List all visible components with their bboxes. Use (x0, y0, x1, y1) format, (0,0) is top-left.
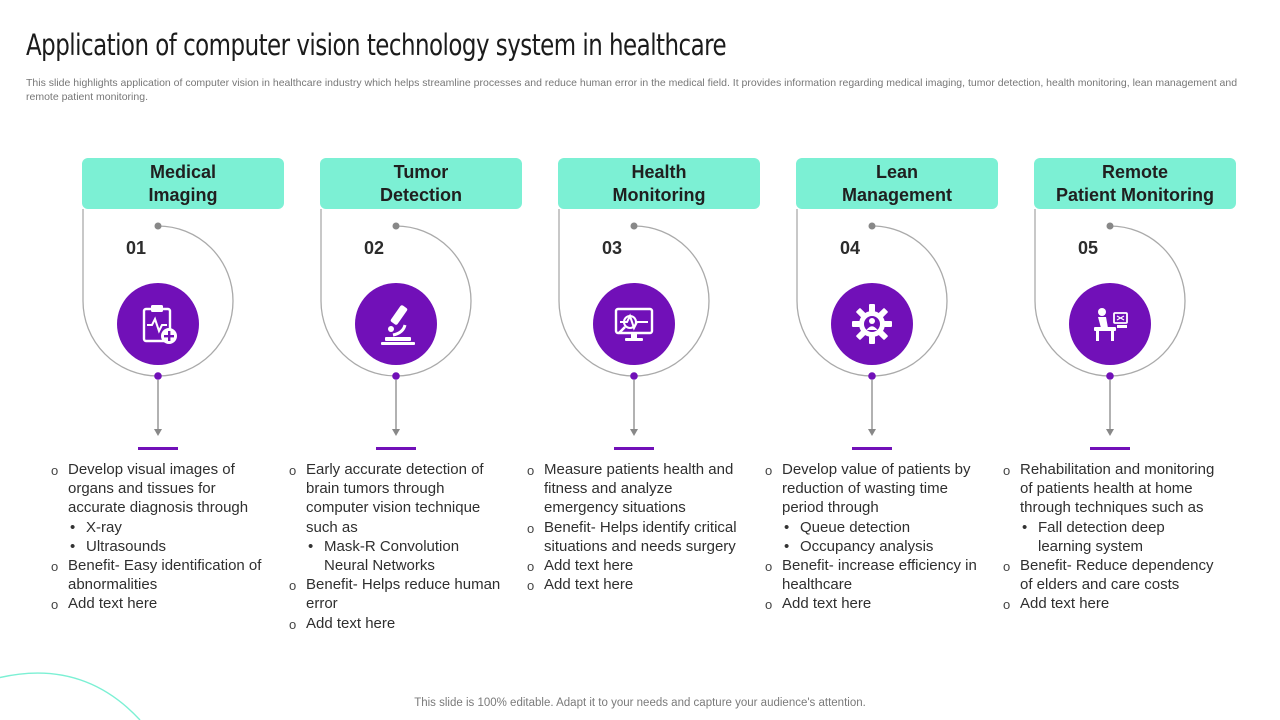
icon-circle (593, 283, 675, 365)
column-heading: Tumor Detection (320, 158, 522, 209)
accent-bar (852, 447, 892, 450)
list-item: Benefit- increase efficiency in healthca… (762, 556, 982, 594)
sub-list-item: Queue detection (762, 518, 982, 537)
sub-list-item: Fall detection deep learning system (1000, 518, 1220, 556)
decorative-arc (0, 672, 141, 720)
list-item: Add text here (48, 594, 268, 614)
bullet-list: Develop value of patients by reduction o… (762, 460, 982, 615)
microscope-icon (381, 305, 415, 345)
remote-patient-icon (1094, 308, 1128, 341)
application-column: Health Monitoring 03Measure patients heal… (527, 158, 796, 698)
application-column: Medical Imaging 01Develop visual images o… (51, 158, 320, 698)
accent-bar (1090, 447, 1130, 450)
list-item: Develop value of patients by reduction o… (762, 460, 982, 518)
bullet-list: Measure patients health and fitness and … (524, 460, 744, 596)
application-column: Lean Management 04Develop value of patien… (765, 158, 1034, 698)
list-item: Develop visual images of organs and tiss… (48, 460, 268, 518)
connector-loop (320, 209, 472, 436)
accent-bar (138, 447, 178, 450)
health-monitor-icon (614, 307, 654, 341)
column-heading: Health Monitoring (558, 158, 760, 209)
icon-circle (117, 283, 199, 365)
column-heading: Remote Patient Monitoring (1034, 158, 1236, 209)
accent-bar (614, 447, 654, 450)
sub-list-item: Ultrasounds (48, 537, 268, 556)
list-item: Add text here (524, 556, 744, 576)
slide-footer: This slide is 100% editable. Adapt it to… (414, 697, 866, 709)
accent-bar (376, 447, 416, 450)
bullet-list: Rehabilitation and monitoring of patient… (1000, 460, 1220, 615)
step-number: 05 (1078, 238, 1099, 258)
list-item: Benefit- Helps identify critical situati… (524, 518, 744, 556)
application-column: Remote Patient Monitoring 05Rehabilitatio… (1003, 158, 1272, 698)
slide-subtitle: This slide highlights application of com… (26, 77, 1238, 103)
list-item: Rehabilitation and monitoring of patient… (1000, 460, 1220, 518)
list-item: Add text here (524, 575, 744, 595)
connector-loop (82, 209, 234, 436)
step-number: 04 (840, 238, 861, 258)
list-item: Benefit- Reduce dependency of elders and… (1000, 556, 1220, 594)
column-heading: Lean Management (796, 158, 998, 209)
connector-loop (558, 209, 710, 436)
step-number: 03 (602, 238, 623, 258)
slide-title: Application of computer vision technolog… (26, 28, 727, 62)
column-heading: Medical Imaging (82, 158, 284, 209)
sub-list-item: Mask-R Convolution Neural Networks (286, 537, 506, 575)
list-item: Early accurate detection of brain tumors… (286, 460, 506, 537)
list-item: Benefit- Helps reduce human error (286, 575, 506, 613)
list-item: Add text here (1000, 594, 1220, 614)
list-item: Measure patients health and fitness and … (524, 460, 744, 518)
gear-person-icon (852, 304, 892, 344)
list-item: Add text here (286, 614, 506, 634)
application-column: Tumor Detection 02Early accurate detectio… (289, 158, 558, 698)
sub-list-item: X-ray (48, 518, 268, 537)
step-number: 02 (364, 238, 385, 258)
icon-circle (1069, 283, 1151, 365)
list-item: Benefit- Easy identification of abnormal… (48, 556, 268, 594)
connector-loop (1034, 209, 1186, 436)
medical-clipboard-icon (142, 305, 177, 344)
bullet-list: Early accurate detection of brain tumors… (286, 460, 506, 634)
step-number: 01 (126, 238, 147, 258)
connector-loop (796, 209, 948, 436)
list-item: Add text here (762, 594, 982, 614)
sub-list-item: Occupancy analysis (762, 537, 982, 556)
icon-circle (831, 283, 913, 365)
icon-circle (355, 283, 437, 365)
bullet-list: Develop visual images of organs and tiss… (48, 460, 268, 615)
